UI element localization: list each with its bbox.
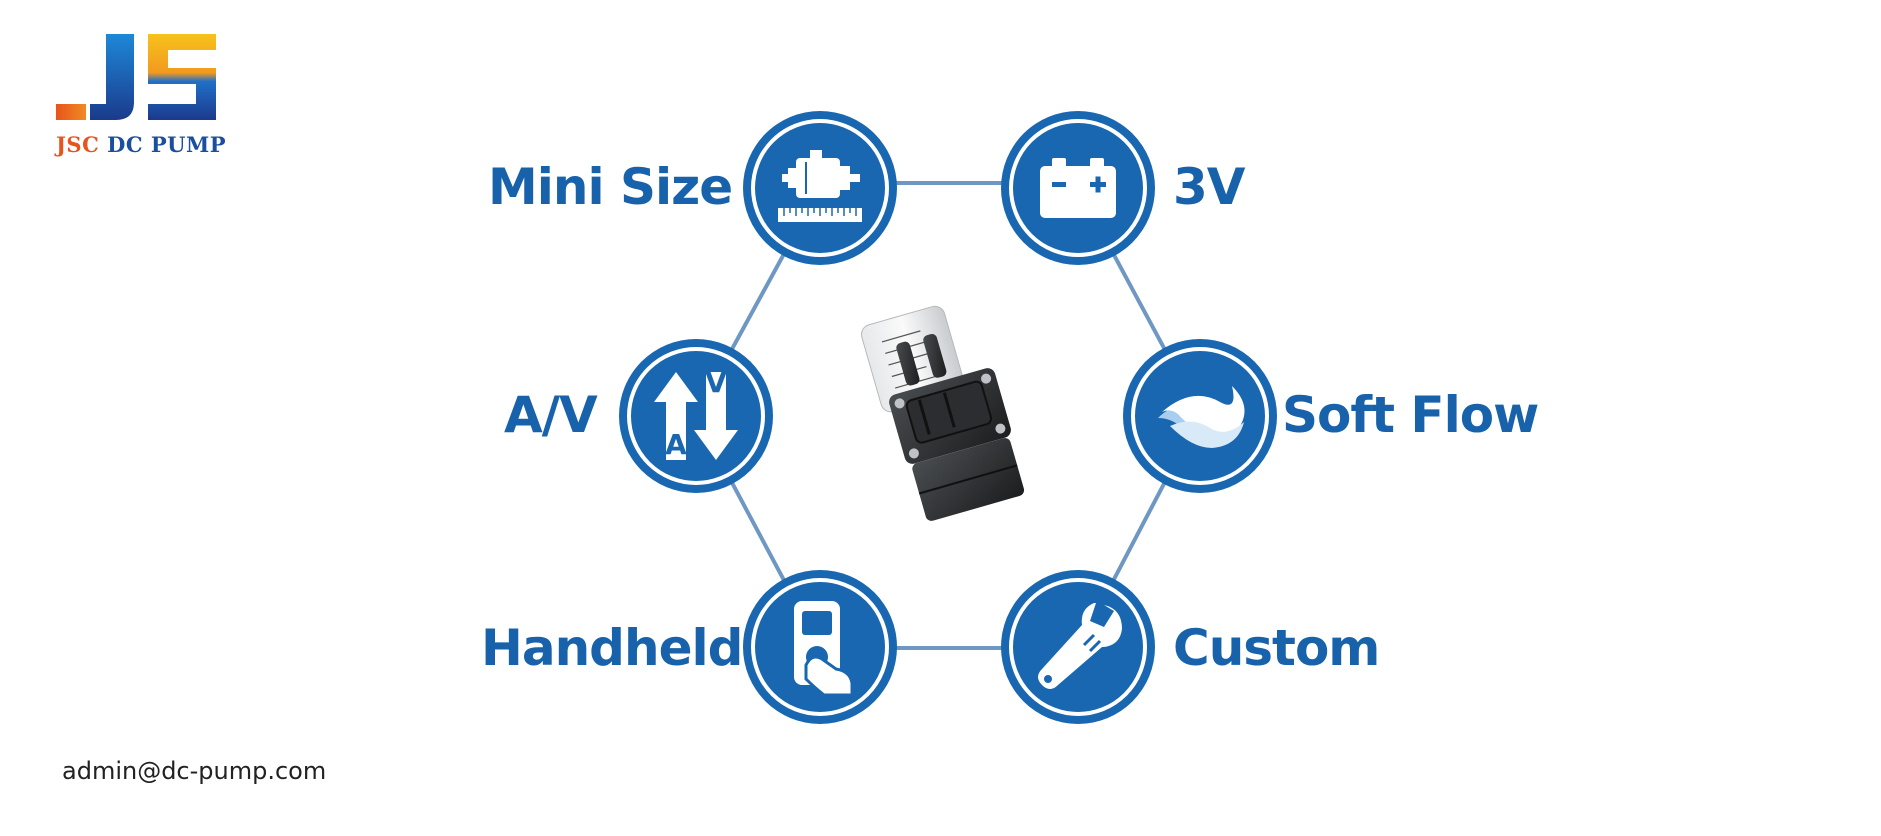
air-vacuum-arrows-icon: V A [654,366,738,461]
motor-ruler-icon [778,150,862,222]
handheld-device-icon [794,601,854,697]
wrench-icon [1038,603,1122,689]
av-circle: V A [619,339,773,493]
logo-text-rest: DC PUMP [99,132,227,157]
logo-text-jsc: JSC [56,132,100,157]
av-letter-v: V [705,366,727,399]
contact-email[interactable]: admin@dc-pump.com [62,757,327,785]
feature-label-custom: Custom [1173,619,1380,677]
handheld-circle [743,570,897,724]
wave-icon [1158,386,1245,448]
jsc-logo-icon [56,34,216,120]
logo-text: JSC DC PUMP [56,132,226,157]
soft-flow-circle [1123,339,1277,493]
feature-label-av: A/V [504,386,598,444]
feature-label-soft-flow: Soft Flow [1282,386,1539,444]
battery-icon [1040,158,1116,218]
av-letter-a: A [665,428,687,461]
feature-label-mini-size: Mini Size [488,158,733,216]
custom-circle [1001,570,1155,724]
mini-size-circle [743,111,897,265]
feature-label-3v: 3V [1173,158,1245,216]
diaphragm-pump-image [860,305,1025,521]
battery-circle [1001,111,1155,265]
feature-label-handheld: Handheld [481,619,743,677]
